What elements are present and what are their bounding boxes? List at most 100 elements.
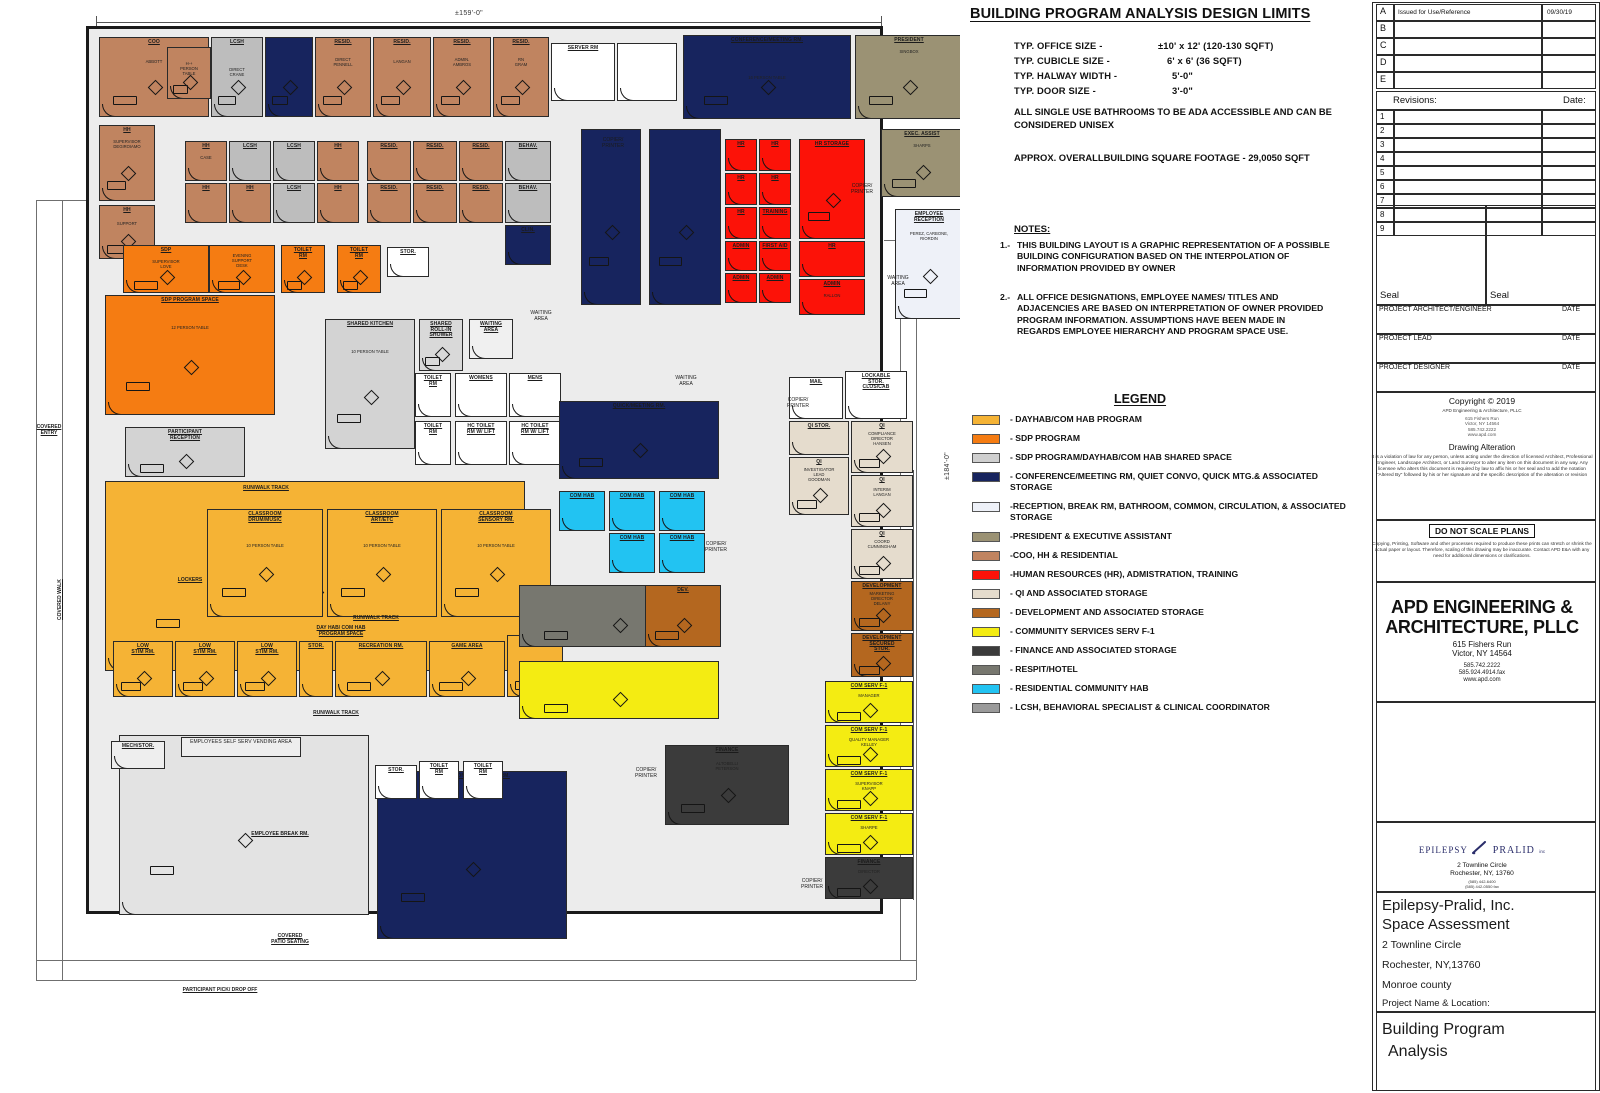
door-swing <box>612 518 625 530</box>
door-swing <box>620 88 633 100</box>
issue-desc-0: Issued for Use/Reference <box>1398 9 1471 16</box>
door-swing <box>390 264 403 276</box>
desk-glyph <box>126 382 151 392</box>
room-hr-storage-2: HR <box>799 241 865 277</box>
revision-desc-cell-3[interactable] <box>1394 152 1542 166</box>
door-swing <box>854 514 867 526</box>
issue-date-cell-2 <box>1542 38 1596 55</box>
desk-glyph <box>113 95 138 105</box>
door-swing <box>508 210 521 222</box>
room-toilet-rm-sdp-b: TOILET RM <box>337 245 381 293</box>
room-stor-break: STOR. <box>375 765 417 799</box>
door-swing <box>284 280 297 292</box>
revision-desc-cell-6[interactable] <box>1394 194 1542 208</box>
site-line <box>36 200 88 201</box>
door-swing <box>828 754 841 766</box>
revision-number-5: 6 <box>1380 182 1385 191</box>
door-swing <box>648 634 661 646</box>
desk-glyph <box>218 95 236 105</box>
room-quick-mtg-center: QUICK/MEETING RM. <box>559 401 719 479</box>
door-swing <box>462 168 475 180</box>
room-sublabel-resid-langan: LANGAN <box>393 59 411 64</box>
revision-date-cell-2[interactable] <box>1542 138 1596 152</box>
room-sublabel-classroom-drum-music: 10 PERSON TABLE <box>246 543 284 548</box>
room-label-toilet-rm-hall: TOILET RM <box>423 375 443 387</box>
client-address-2: Rochester, NY, 13760 <box>1450 870 1514 877</box>
door-swing <box>102 188 115 200</box>
door-swing <box>432 684 445 696</box>
note-item-1: 1.- THIS BUILDING LAYOUT IS A GRAPHIC RE… <box>1000 240 1330 274</box>
room-label-com-hab-d: COM HAB <box>619 535 645 541</box>
desk-glyph <box>341 587 366 597</box>
dimension-line-top <box>96 22 882 23</box>
firm-web[interactable]: www.apd.com <box>1463 677 1501 683</box>
room-label-sdp-program-space: SDP PROGRAM SPACE <box>161 297 219 303</box>
room-label-stor-break: STOR. <box>388 767 404 773</box>
alteration-body: It is a violation of law for any person,… <box>1371 455 1593 478</box>
room-label-lcsh-cub-c: LCSH <box>286 143 301 149</box>
door-swing <box>854 618 867 630</box>
door-swing <box>762 226 775 238</box>
revision-desc-cell-0[interactable] <box>1394 110 1542 124</box>
desk-glyph <box>807 212 830 221</box>
legend-label-5: -PRESIDENT & EXECUTIVE ASSISTANT <box>1010 531 1172 541</box>
door-swing <box>652 292 665 304</box>
door-swing <box>370 168 383 180</box>
room-resid-cub-b: RESID. <box>367 183 411 223</box>
chair-glyph <box>915 165 932 181</box>
project-county: Monroe county <box>1382 979 1452 991</box>
door-swing <box>762 290 775 302</box>
revision-num-cell-5: 6 <box>1376 180 1394 194</box>
room-label-sdp-supervisor: SDP <box>160 247 172 253</box>
revision-date-cell-6[interactable] <box>1542 194 1596 208</box>
room-hr-cub-d: HR <box>759 173 791 205</box>
legend-swatch-7 <box>972 570 1000 580</box>
firm-name-line-2: ARCHITECTURE, PLLC <box>1385 617 1579 637</box>
room-label-toilet-rm-break-2: TOILET RM <box>473 763 493 775</box>
chair-glyph <box>395 79 412 96</box>
site-line <box>62 200 63 980</box>
room-sublabel-classroom-sensory: 10 PERSON TABLE <box>477 543 515 548</box>
revision-desc-cell-7[interactable] <box>1394 208 1542 222</box>
room-sublabel-employee-reception: PEREZ, CARBONE, RIORDIN <box>909 231 949 241</box>
revision-date-cell-4[interactable] <box>1542 166 1596 180</box>
room-low-stim-rm-3: LOW STIM RM. <box>237 641 297 697</box>
room-mail: MAIL <box>789 377 843 419</box>
room-toilet-rm-hall-2: TOILET RM <box>415 421 451 465</box>
room-label-finance-side: FINANCE <box>857 859 881 865</box>
design-limit-value-1: 6' x 6' (36 SQFT) <box>1167 55 1242 66</box>
room-label-hh-cub-d: HH <box>334 185 342 191</box>
chair-glyph <box>374 670 391 687</box>
room-label-hh-supervisor: HH <box>123 127 131 133</box>
room-lcsh-cub-b: HH <box>229 183 271 223</box>
revision-desc-cell-4[interactable] <box>1394 166 1542 180</box>
room-recreation-rm: RECREATION RM. <box>335 641 427 697</box>
legend-swatch-10 <box>972 627 1000 637</box>
revision-desc-cell-8[interactable] <box>1394 222 1542 236</box>
room-label-quick-mtg-center: QUICK/MEETING RM. <box>612 403 666 409</box>
door-swing <box>668 812 681 824</box>
door-swing <box>240 684 253 696</box>
revision-desc-cell-1[interactable] <box>1394 124 1542 138</box>
issue-date-cell-4 <box>1542 72 1596 89</box>
issue-desc-cell-1 <box>1394 21 1542 38</box>
revision-date-cell-1[interactable] <box>1542 124 1596 138</box>
dimension-right-label: ±184'-0" <box>944 452 951 480</box>
door-swing <box>508 168 521 180</box>
revision-date-cell-3[interactable] <box>1542 152 1596 166</box>
door-swing <box>510 684 523 696</box>
door-swing <box>422 358 435 370</box>
room-label-stor-dayhab: STOR. <box>308 643 324 649</box>
revision-desc-cell-2[interactable] <box>1394 138 1542 152</box>
revision-date-cell-0[interactable] <box>1542 110 1596 124</box>
revision-num-cell-4: 5 <box>1376 166 1394 180</box>
room-label-dev-row: DEV. <box>677 587 689 593</box>
revision-date-cell-5[interactable] <box>1542 180 1596 194</box>
revision-desc-cell-5[interactable] <box>1394 180 1542 194</box>
client-phone-2: (585) 442-0550 fax <box>1465 884 1499 889</box>
chair-glyph <box>862 746 879 763</box>
room-label-exec-assist-sharps: EXEC. ASSIST <box>904 131 940 137</box>
room-sublabel-qi-coord-cunningham: COORD CUNNINGHAM <box>867 539 897 549</box>
